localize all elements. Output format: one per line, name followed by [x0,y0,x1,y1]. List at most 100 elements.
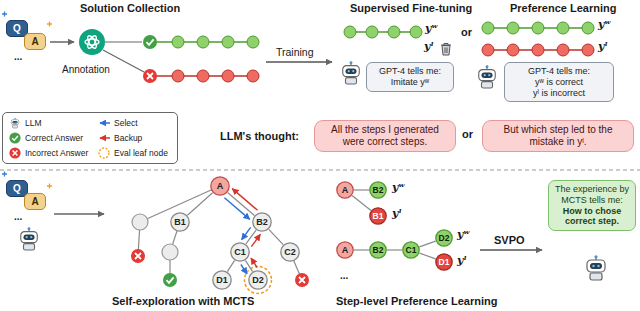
legend-item: Backup [97,132,142,144]
tree-edge [354,189,369,190]
legend-swatch [99,148,109,158]
solution-symbol: yʷ [392,181,404,194]
speech-bubble: The experience by MCTS tells me:How to c… [548,180,636,231]
solution-symbol: yˡ [598,40,608,53]
thought-bubble: All the steps I generated were correct s… [314,120,456,152]
solution-symbol: yʷ [425,22,437,35]
training-arrow [266,61,332,63]
node-text: Q [7,181,27,196]
eval-ring [245,267,272,294]
node-text: A [25,194,45,209]
node-text: The experience by MCTS tells me: [554,184,630,206]
node-text: But which step led to the mistake in yˡ. [488,124,628,148]
legend-text: Eval leaf node [114,148,168,158]
solution-symbol: yˡ [457,254,467,267]
node-circle [370,182,386,198]
speech-bubble: GPT-4 tells me:Imitate yʷ [366,62,454,92]
step-node: A [336,181,354,199]
incorrect-icon [295,273,309,287]
text-label: Self-exploration with MCTS [112,295,254,308]
node-text: How to chose correct step. [554,206,630,228]
correct-chain [197,36,209,48]
annotation-lines [105,41,142,42]
node-circle [436,254,452,270]
step-node: C1 [402,241,420,259]
legend-swatch [8,132,22,144]
incorrect-chain [143,69,259,83]
node-text: D2 [435,229,453,247]
solution-symbol: yʷ [598,18,610,31]
incorrect-chain [143,69,157,83]
node-circle [211,177,229,195]
preference-chains [582,44,594,56]
node-text: B2 [252,212,272,232]
legend-text: LLM [25,118,42,128]
text-label: ... [340,270,348,282]
unexplored-node [132,214,148,230]
speech-bubble: GPT-4 tells me:yʷ is correctyˡ is incorr… [504,62,614,102]
sft-chain [344,26,422,38]
node-text: D2 [248,270,268,290]
plus-marks [47,184,52,189]
openai-logo [79,29,105,55]
node-text: A [210,176,230,196]
plus-marks [2,12,7,17]
node-text: C1 [230,242,250,262]
flow-arrow [50,41,74,43]
legend-swatch [8,147,22,159]
preference-chains [507,44,519,56]
tree-edge [245,260,252,271]
node-circle [370,208,386,224]
incorrect-chain [197,70,209,82]
node-circle [403,242,419,258]
node-circle [281,243,299,261]
tree-edge [419,241,435,247]
text-label: SVPO [494,234,525,247]
section-divider [0,170,640,171]
node-text: A [25,34,45,49]
node-text: GPT-4 tells me: [510,66,608,77]
solution-symbol: yˡ [424,40,434,53]
mcts-tree-lines [138,186,302,280]
step-node: A [336,241,354,259]
solution-symbol: yʷ [457,228,469,241]
trash-icon [441,44,451,56]
legend-text: Backup [114,133,142,143]
preference-chains [582,22,594,34]
legend-item: Eval leaf node [97,147,168,159]
tree-edge [269,229,283,244]
step-node: B1 [369,207,387,225]
legend-swatch [9,132,20,143]
tree-node: C1 [230,242,250,262]
node-text: D1 [435,253,453,271]
preference-chains [557,22,569,34]
tree-edge [352,196,371,211]
backup-arrow [232,189,257,211]
correct-chain [172,36,184,48]
unexplored-node [162,244,178,260]
text-label: LLM's thought: [220,130,299,143]
sft-chain [350,31,416,33]
legend-swatch [8,117,22,129]
tree-edge [354,249,369,250]
preference-chains [507,22,519,34]
robot-icon [479,65,496,88]
openai-logo [79,29,105,55]
robot-icon [587,255,605,280]
sft-chain [366,26,378,38]
text-label: Step-level Preference Learning [336,295,497,308]
preference-chains [532,22,544,34]
legend-swatch [9,147,20,158]
node-circle [253,213,271,231]
correct-chain [143,35,157,49]
preference-chains [482,44,494,56]
tree-edge [227,260,234,271]
node-text: B2 [369,181,387,199]
legend-item: Select [97,117,138,129]
node-circle [436,230,452,246]
node-text: C1 [402,241,420,259]
node-text: Imitate yʷ [372,77,448,88]
node-circle [249,271,267,289]
flow-arrow [54,213,104,215]
